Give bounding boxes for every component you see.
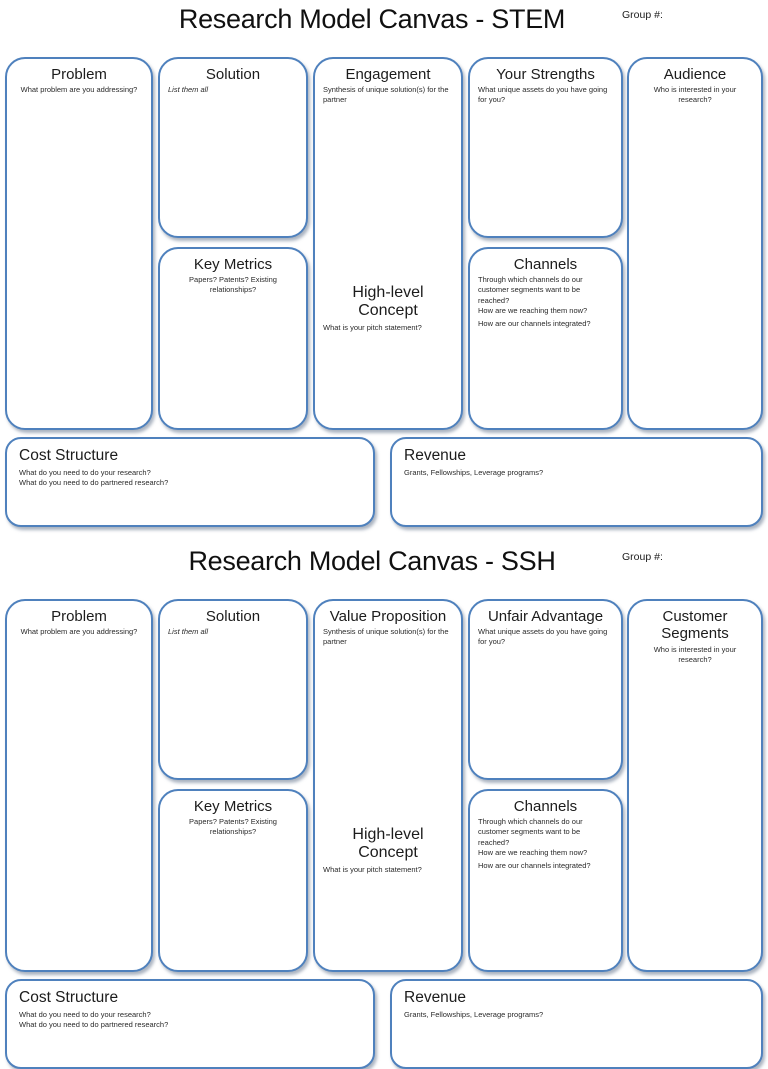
problem-title-ssh: Problem — [51, 608, 107, 625]
canvas-ssh: Research Model Canvas - SSH Group #: Pro… — [0, 542, 768, 1069]
page-title: Research Model Canvas - STEM — [178, 4, 566, 34]
high-level-concept-hint: What is your pitch statement? — [323, 322, 422, 332]
high-level-concept-title-ssh: High-level Concept — [352, 826, 424, 862]
channels-title-ssh: Channels — [513, 798, 578, 815]
cost-structure-title-ssh: Cost Structure — [19, 989, 119, 1006]
unfair-advantage-hint: What unique assets do you have going for… — [478, 627, 608, 647]
cost-structure-hint-2-ssh: What do you need to do partnered researc… — [19, 1019, 169, 1029]
revenue-hint-ssh: Grants, Fellowships, Leverage programs? — [404, 1009, 544, 1019]
canvas-stem: Research Model Canvas - STEM Group #: Pr… — [5, 4, 763, 527]
customer-segments-box: Customer Segments Who is interested in y… — [627, 599, 763, 972]
problem-box: Problem What problem are you addressing? — [5, 57, 153, 430]
high-level-concept-section: High-level Concept What is your pitch st… — [315, 277, 461, 333]
key-metrics-box-ssh: Key Metrics Papers? Patents? Existing re… — [158, 789, 308, 972]
channels-hint-3: How are our channels integrated? — [478, 318, 591, 328]
high-level-concept-section-ssh: High-level Concept What is your pitch st… — [315, 819, 461, 875]
channels-hint-3-ssh: How are our channels integrated? — [478, 860, 591, 870]
key-metrics-box: Key Metrics Papers? Patents? Existing re… — [158, 247, 308, 430]
group-number-label-ssh: Group #: — [622, 551, 663, 563]
channels-box: Channels Through which channels do our c… — [468, 247, 623, 430]
customer-segments-title: Customer Segments — [661, 608, 729, 643]
channels-box-ssh: Channels Through which channels do our c… — [468, 789, 623, 972]
audience-title: Audience — [663, 66, 727, 83]
solution-box-ssh: Solution List them all — [158, 599, 308, 780]
high-level-concept-title: High-level Concept — [352, 284, 424, 320]
key-metrics-title: Key Metrics — [193, 256, 273, 273]
group-number-label: Group #: — [622, 9, 663, 21]
solution-hint-ssh: List them all — [168, 627, 209, 637]
value-proposition-box: Value Proposition Synthesis of unique so… — [313, 599, 463, 972]
solution-title: Solution — [205, 66, 261, 83]
solution-box: Solution List them all — [158, 57, 308, 238]
key-metrics-title-ssh: Key Metrics — [193, 798, 273, 815]
high-level-concept-hint-ssh: What is your pitch statement? — [323, 864, 422, 874]
channels-hint-2: How are we reaching them now? — [478, 305, 588, 315]
engagement-hint: Synthesis of unique solution(s) for the … — [323, 85, 449, 105]
cost-structure-hint-1: What do you need to do your research? — [19, 467, 151, 477]
key-metrics-hint-ssh: Papers? Patents? Existing relationships? — [189, 817, 277, 837]
revenue-title-ssh: Revenue — [404, 989, 467, 1006]
revenue-title: Revenue — [404, 447, 467, 464]
solution-title-ssh: Solution — [205, 608, 261, 625]
channels-hint-2-ssh: How are we reaching them now? — [478, 847, 588, 857]
revenue-box-ssh: Revenue Grants, Fellowships, Leverage pr… — [390, 979, 763, 1069]
solution-hint: List them all — [168, 85, 209, 95]
problem-hint: What problem are you addressing? — [20, 85, 138, 95]
value-proposition-hint: Synthesis of unique solution(s) for the … — [323, 627, 449, 647]
revenue-box: Revenue Grants, Fellowships, Leverage pr… — [390, 437, 763, 527]
problem-hint-ssh: What problem are you addressing? — [20, 627, 138, 637]
channels-hint-1-ssh: Through which channels do our customer s… — [478, 817, 583, 847]
cost-structure-box-ssh: Cost Structure What do you need to do yo… — [5, 979, 375, 1069]
audience-box: Audience Who is interested in your resea… — [627, 57, 763, 430]
channels-hint-1: Through which channels do our customer s… — [478, 275, 583, 305]
problem-box-ssh: Problem What problem are you addressing? — [5, 599, 153, 972]
revenue-hint: Grants, Fellowships, Leverage programs? — [404, 467, 544, 477]
problem-title: Problem — [51, 66, 107, 83]
cost-structure-hint-1-ssh: What do you need to do your research? — [19, 1009, 151, 1019]
engagement-title: Engagement — [345, 66, 431, 83]
cost-structure-title: Cost Structure — [19, 447, 119, 464]
your-strengths-title: Your Strengths — [496, 66, 595, 83]
audience-hint: Who is interested in your research? — [653, 85, 737, 105]
cost-structure-box: Cost Structure What do you need to do yo… — [5, 437, 375, 527]
engagement-box: Engagement Synthesis of unique solution(… — [313, 57, 463, 430]
key-metrics-hint: Papers? Patents? Existing relationships? — [189, 275, 277, 295]
your-strengths-box: Your Strengths What unique assets do you… — [468, 57, 623, 238]
channels-title: Channels — [513, 256, 578, 273]
value-proposition-title: Value Proposition — [329, 608, 447, 625]
unfair-advantage-box: Unfair Advantage What unique assets do y… — [468, 599, 623, 780]
cost-structure-hint-2: What do you need to do partnered researc… — [19, 477, 169, 487]
unfair-advantage-title: Unfair Advantage — [487, 608, 604, 625]
page-title-ssh: Research Model Canvas - SSH — [188, 546, 556, 576]
customer-segments-hint: Who is interested in your research? — [653, 644, 737, 664]
your-strengths-hint: What unique assets do you have going for… — [478, 85, 608, 105]
